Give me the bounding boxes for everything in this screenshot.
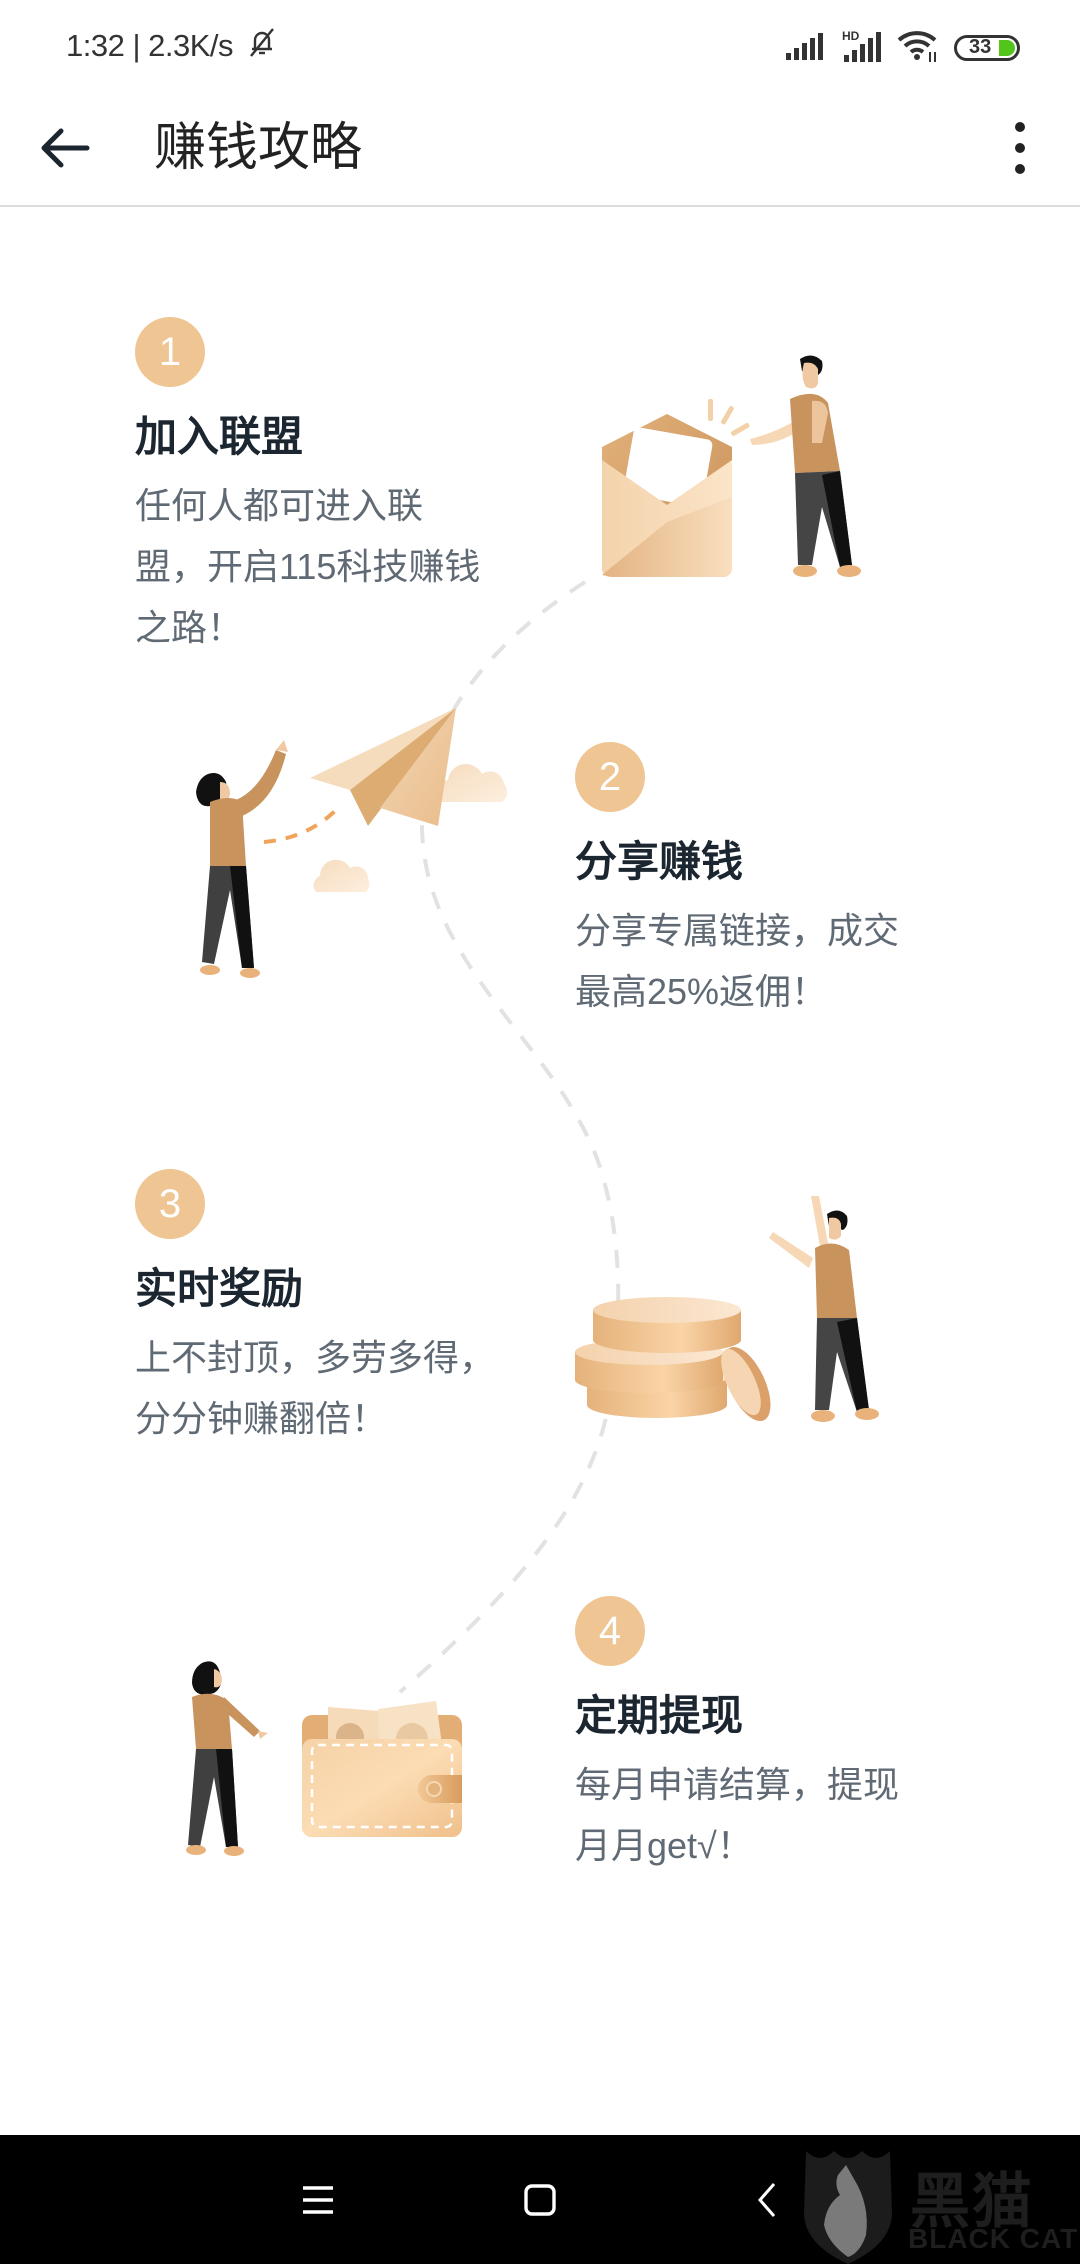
status-bar: 1:32 | 2.3K/s HD 33 xyxy=(0,0,1080,90)
step-number-badge: 4 xyxy=(575,1596,645,1666)
more-dot xyxy=(1015,143,1025,153)
step-description: 每月申请结算，提现 月月get√！ xyxy=(575,1754,995,1876)
watermark: 黑猫 BLACK CAT xyxy=(800,2145,1080,2264)
black-cat-shield-icon xyxy=(804,2151,892,2264)
step-title: 分享赚钱 xyxy=(575,838,744,885)
desc-line: 分分钟赚翻倍！ xyxy=(135,1398,388,1439)
paper-plane-illustration xyxy=(196,708,508,978)
app-bar: 赚钱攻略 xyxy=(0,90,1080,207)
step-number-badge: 3 xyxy=(135,1169,205,1239)
desc-line: 任何人都可进入联 xyxy=(135,485,424,526)
status-separator: | xyxy=(132,28,141,63)
step-number-badge: 1 xyxy=(135,317,205,387)
status-right: HD 33 xyxy=(784,28,1020,68)
desc-line: 月月get√！ xyxy=(575,1825,753,1866)
more-vertical-icon xyxy=(1015,122,1025,132)
step-3: 3 实时奖励 上不封顶，多劳多得， 分分钟赚翻倍！ xyxy=(135,1169,575,1449)
watermark-text: 黑猫 xyxy=(910,2168,1034,2235)
more-dot xyxy=(1015,164,1025,174)
signal-icon xyxy=(784,31,826,66)
step-title: 定期提现 xyxy=(575,1692,744,1739)
step-1: 1 加入联盟 任何人都可进入联 盟，开启115科技赚钱 之路！ xyxy=(135,317,535,658)
desc-line: 最高25%返佣！ xyxy=(575,971,828,1012)
step-title: 实时奖励 xyxy=(135,1265,304,1312)
desc-line: 之路！ xyxy=(135,607,244,648)
desc-line: 每月申请结算，提现 xyxy=(575,1764,900,1805)
coins-illustration xyxy=(575,1196,879,1422)
step-description: 任何人都可进入联 盟，开启115科技赚钱 之路！ xyxy=(135,475,535,658)
back-chevron-icon xyxy=(758,2183,776,2217)
network-speed: 2.3K/s xyxy=(148,28,234,63)
clock: 1:32 xyxy=(66,28,125,63)
desc-line: 分享专属链接，成交 xyxy=(575,910,900,951)
back-nav-button[interactable] xyxy=(727,2165,807,2235)
step-2: 2 分享赚钱 分享专属链接，成交 最高25%返佣！ xyxy=(575,742,995,1022)
status-left: 1:32 | 2.3K/s xyxy=(66,26,277,66)
earning-guide-content: 1 加入联盟 任何人都可进入联 盟，开启115科技赚钱 之路！ xyxy=(0,207,1080,2135)
step-number-badge: 2 xyxy=(575,742,645,812)
envelope-person-illustration xyxy=(602,355,861,577)
arrow-left-icon xyxy=(41,128,90,168)
step-4: 4 定期提现 每月申请结算，提现 月月get√！ xyxy=(575,1596,995,1876)
mute-bell-icon xyxy=(247,26,277,66)
desc-line: 上不封顶，多劳多得， xyxy=(135,1337,496,1378)
back-button[interactable] xyxy=(30,116,100,180)
battery-fill xyxy=(999,40,1015,56)
step-description: 上不封顶，多劳多得， 分分钟赚翻倍！ xyxy=(135,1327,575,1449)
desc-line: 盟，开启115科技赚钱 xyxy=(135,546,481,587)
recent-apps-button[interactable] xyxy=(278,2165,358,2235)
battery-icon: 33 xyxy=(954,35,1020,61)
wifi-icon xyxy=(896,29,940,68)
home-button[interactable] xyxy=(500,2165,580,2235)
page-title: 赚钱攻略 xyxy=(154,119,363,177)
wallet-illustration xyxy=(186,1661,462,1856)
step-description: 分享专属链接，成交 最高25%返佣！ xyxy=(575,900,995,1022)
home-square-icon xyxy=(524,2184,556,2216)
watermark-subtext: BLACK CAT xyxy=(908,2223,1079,2254)
more-options-button[interactable] xyxy=(990,110,1050,186)
svg-text:HD: HD xyxy=(842,29,860,43)
step-title: 加入联盟 xyxy=(135,413,304,460)
battery-level: 33 xyxy=(969,36,992,58)
menu-icon xyxy=(303,2186,333,2214)
hd-signal-icon: HD xyxy=(840,29,882,68)
system-navigation-bar: 黑猫 BLACK CAT xyxy=(0,2135,1080,2264)
